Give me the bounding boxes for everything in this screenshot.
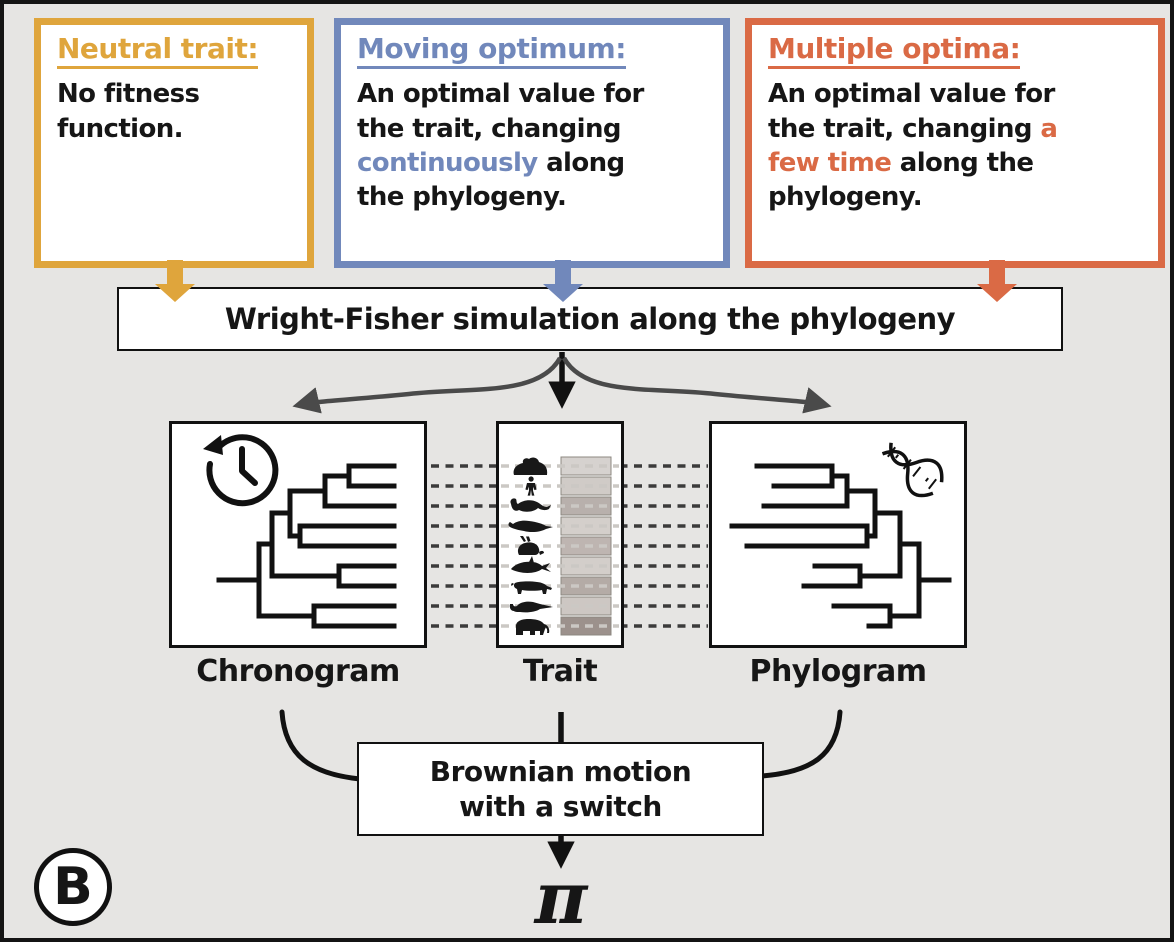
- chronogram-label: Chronogram: [196, 654, 400, 689]
- moving-optimum-title: Moving optimum:: [357, 32, 626, 70]
- chronogram-to-bottom-curve: [279, 709, 363, 782]
- dna-icon: [881, 442, 944, 498]
- wright-fisher-bar: Wright-Fisher simulation along the phylo…: [117, 287, 1063, 351]
- chronogram-panel: [169, 421, 427, 648]
- box-body-line: the trait, changing: [357, 113, 622, 144]
- neutral-trait-title: Neutral trait:: [57, 32, 259, 70]
- phylogram-figure: [729, 442, 952, 629]
- brownian-line1: Brownian motion: [429, 755, 692, 788]
- phylogram-label: Phylogram: [749, 654, 927, 689]
- box-body-line: An optimal value for: [768, 79, 1055, 110]
- gorilla-icon: [513, 457, 548, 475]
- trait-label: Trait: [522, 654, 598, 689]
- human-icon: [525, 476, 537, 496]
- box-body-line: function.: [57, 113, 184, 144]
- phylogram-panel: [709, 421, 967, 648]
- trait-figure: [501, 456, 619, 636]
- split-left-arrow: [292, 356, 562, 414]
- box-body-line: the phylogeny.: [357, 182, 567, 213]
- chronogram-figure: [203, 434, 397, 629]
- elephant-icon: [516, 619, 550, 635]
- phylogram-to-bottom-curve: [759, 709, 843, 779]
- rat-icon: [508, 520, 553, 533]
- cow-icon: [511, 581, 552, 594]
- brownian-line2: with a switch: [459, 790, 662, 823]
- split-right-arrow: [562, 356, 832, 414]
- anteater-icon: [509, 601, 553, 613]
- box-body-line: the trait, changing a: [768, 113, 1058, 144]
- box-body-line: No fitness: [57, 79, 200, 110]
- multiple-optima-title: Multiple optima:: [768, 32, 1021, 70]
- wright-fisher-label: Wright-Fisher simulation along the phylo…: [224, 302, 956, 336]
- chronogram-tree: [216, 463, 397, 629]
- figure-label: B: [53, 857, 93, 917]
- figure-label-badge: B: [34, 848, 112, 926]
- box-body-line: An optimal value for: [357, 79, 644, 110]
- brownian-motion-box: Brownian motion with a switch: [357, 742, 764, 836]
- box-body-line: few time along the: [768, 147, 1034, 178]
- clock-history-icon: [203, 434, 279, 507]
- rabbit-icon: [517, 536, 544, 555]
- box-body-line: phylogeny.: [768, 182, 923, 213]
- box-body-line: continuously along: [357, 147, 625, 178]
- pi-symbol: π: [534, 855, 588, 940]
- phylogram-tree: [729, 463, 952, 629]
- trait-panel: [496, 421, 624, 648]
